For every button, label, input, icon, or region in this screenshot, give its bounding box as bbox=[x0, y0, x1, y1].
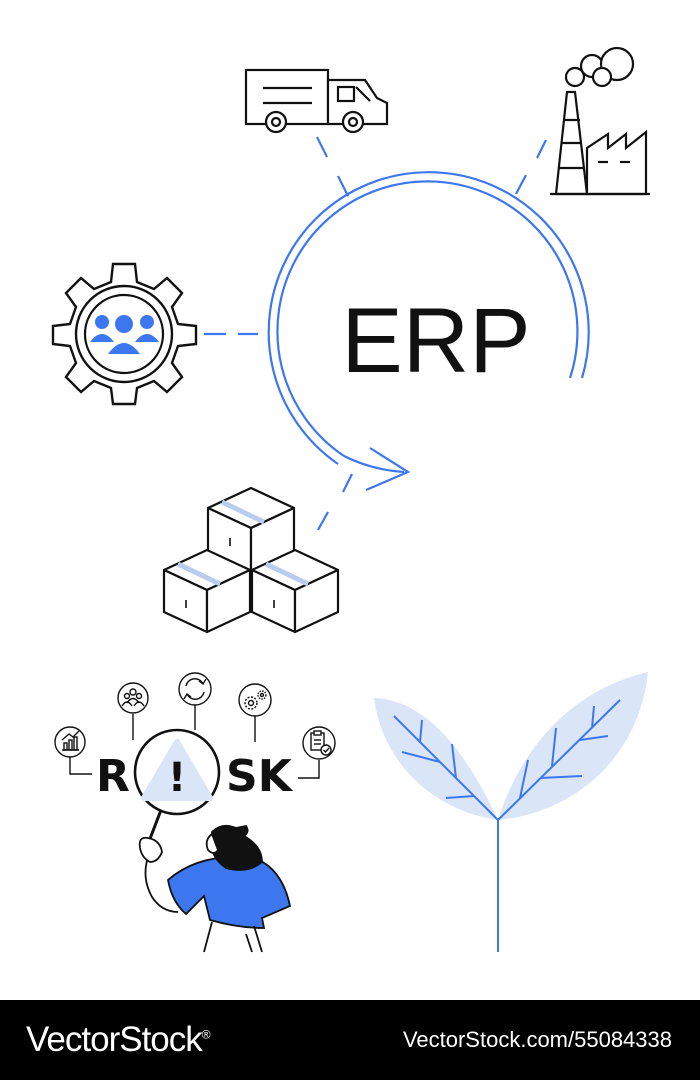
factory-icon bbox=[550, 46, 650, 196]
risk-scene: R SK ! bbox=[54, 672, 336, 953]
dashed-connectors bbox=[204, 136, 547, 531]
stacked-boxes-icon bbox=[162, 486, 340, 634]
registered-mark: ® bbox=[201, 1027, 211, 1042]
risk-letter-r: R bbox=[96, 751, 130, 802]
erp-label: ERP bbox=[341, 290, 530, 392]
team-icon bbox=[117, 682, 149, 714]
risk-letters-sk: SK bbox=[226, 751, 294, 802]
erp-illustration: ERP bbox=[51, 46, 650, 953]
leaf-sprout-icon bbox=[374, 672, 648, 952]
gears-icon bbox=[238, 683, 272, 717]
brand-logo: VectorStock® bbox=[26, 1020, 211, 1060]
gear-team-icon bbox=[51, 262, 198, 406]
person-figure bbox=[138, 824, 292, 953]
checklist-icon bbox=[302, 726, 336, 760]
chart-icon bbox=[54, 726, 86, 758]
warning-icon bbox=[141, 739, 213, 801]
erp-cycle-arrow bbox=[267, 171, 590, 492]
refresh-icon bbox=[178, 672, 212, 706]
delivery-truck-icon bbox=[244, 68, 389, 134]
risk-exclamation: ! bbox=[168, 755, 186, 801]
brand-name: VectorStock bbox=[26, 1020, 203, 1059]
image-id: VectorStock.com/55084338 bbox=[402, 1027, 672, 1052]
watermark-footer: VectorStock® VectorStock.com/55084338 bbox=[0, 1000, 700, 1080]
